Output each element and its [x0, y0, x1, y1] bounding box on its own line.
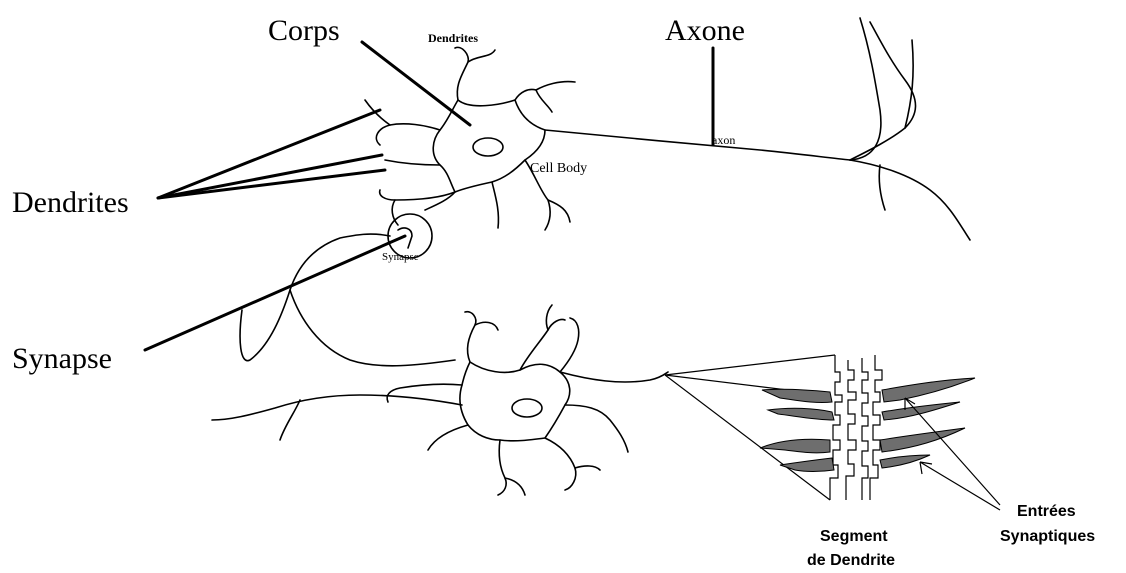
synaptic-input-4 [780, 458, 834, 472]
lower-dendrite-left-3 [428, 425, 468, 450]
label-segment-line1: Segment [820, 528, 888, 545]
synaptic-input-7 [880, 428, 965, 452]
label-entrees-line2: Synaptiques [1000, 528, 1095, 545]
upper-dendrite-top [455, 47, 468, 100]
synaptic-input-1 [762, 389, 832, 402]
synaptic-input-5 [882, 378, 975, 402]
axon-upper-right-long [850, 18, 881, 160]
leader-synapse [145, 236, 405, 350]
lower-dendrite-bottom-1 [498, 440, 506, 495]
upper-dendrite-top-right-b [536, 90, 552, 112]
zoom-line-top [665, 355, 835, 375]
leader-entrees-2 [920, 462, 1000, 510]
axon-terminal-down-b [879, 165, 885, 210]
upper-axon [545, 130, 850, 160]
lower-dendrite-top-3 [560, 318, 579, 372]
label-dendrites-small: Dendrites [428, 31, 478, 45]
label-corps: Corps [268, 14, 340, 47]
lower-neuron [212, 305, 668, 495]
lower-dendrite-right [565, 405, 628, 452]
upper-dendrite-short [425, 192, 455, 210]
upper-dendrite-left-1 [376, 124, 440, 145]
axon-terminal-down [850, 160, 970, 240]
lower-dendrite-top-1b [475, 322, 498, 330]
lower-dendrite-top-2 [520, 319, 565, 370]
lower-dendrite-right-b [560, 372, 668, 382]
segment-inner-left [846, 360, 856, 500]
lower-dendrite-top-1 [465, 312, 476, 362]
lower-nucleus [512, 399, 542, 417]
lower-dendrite-bottom-2b [575, 466, 600, 470]
lower-soma-outline [460, 362, 570, 441]
synaptic-input-3 [760, 439, 830, 453]
label-axon-small: axon [712, 133, 735, 147]
upper-dendrite-left-3 [380, 190, 455, 200]
synaptic-input-2 [768, 408, 834, 420]
dendrite-segment [760, 355, 975, 500]
leader-dendrites-2 [158, 155, 382, 198]
label-synapse: Synapse [12, 342, 112, 375]
upper-dendrite-bottom [492, 182, 498, 228]
lower-dendrite-left-2 [212, 395, 462, 420]
label-synapse-small: Synapse [382, 251, 419, 263]
upper-dendrite-top-right [515, 82, 575, 100]
segment-inner-right [862, 358, 868, 500]
leader-entrees-1 [905, 398, 1000, 505]
synaptic-input-8 [880, 455, 930, 468]
label-axone: Axone [665, 14, 745, 47]
upper-dendrite-bottom-c [548, 200, 570, 222]
label-dendrites: Dendrites [12, 186, 129, 219]
label-entrees-line1: Entrées [1017, 503, 1076, 520]
upper-soma-outline [433, 100, 545, 192]
upper-dendrite-top-branch [468, 50, 495, 62]
leader-corps [362, 42, 470, 125]
axon-terminal-up [850, 22, 916, 160]
axon-terminal-up-b [905, 40, 913, 128]
upper-neuron [365, 18, 970, 258]
label-cell-body: Cell Body [530, 161, 587, 176]
lower-dendrite-bottom-1b [505, 478, 525, 495]
upper-nucleus [473, 138, 503, 156]
connecting-dendrite-2 [290, 290, 455, 366]
upper-dendrite-left-2 [385, 160, 440, 165]
synaptic-input-6 [882, 402, 960, 420]
segment-left-edge [830, 355, 842, 500]
segment-right-edge [870, 355, 882, 500]
lower-dendrite-bottom-2 [545, 438, 576, 490]
label-segment-line2: de Dendrite [807, 552, 895, 569]
